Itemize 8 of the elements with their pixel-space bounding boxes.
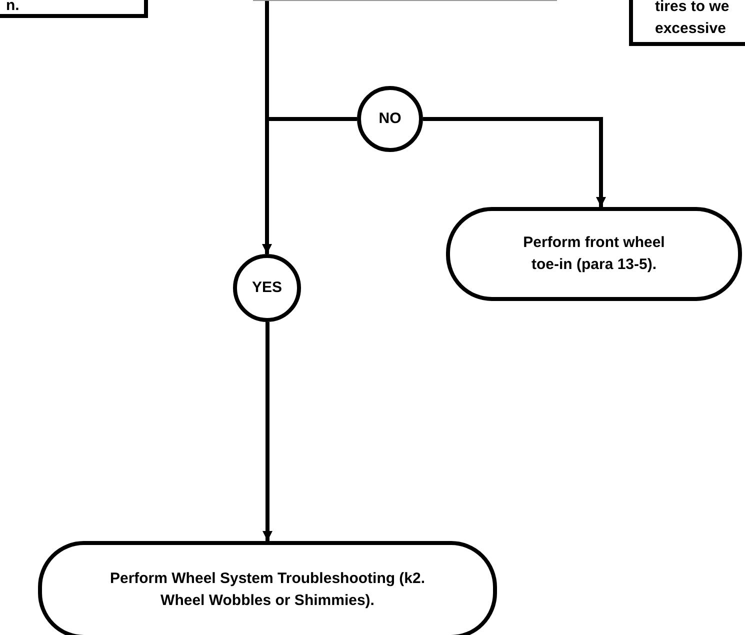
- node-text: YES: [252, 278, 282, 298]
- node-text: NO: [378, 109, 402, 129]
- connector-arrow: [262, 322, 272, 541]
- connector-arrow: [423, 117, 606, 207]
- node-text: Perform Wheel System Troubleshooting (k2. Wheel Wobbles or Shimmies).: [108, 569, 426, 611]
- node-text: n.: [6, 0, 20, 14]
- node-text: Perform front wheel toe-in (para 13-5).: [522, 233, 666, 275]
- node-text: tires to we excessive: [655, 0, 730, 39]
